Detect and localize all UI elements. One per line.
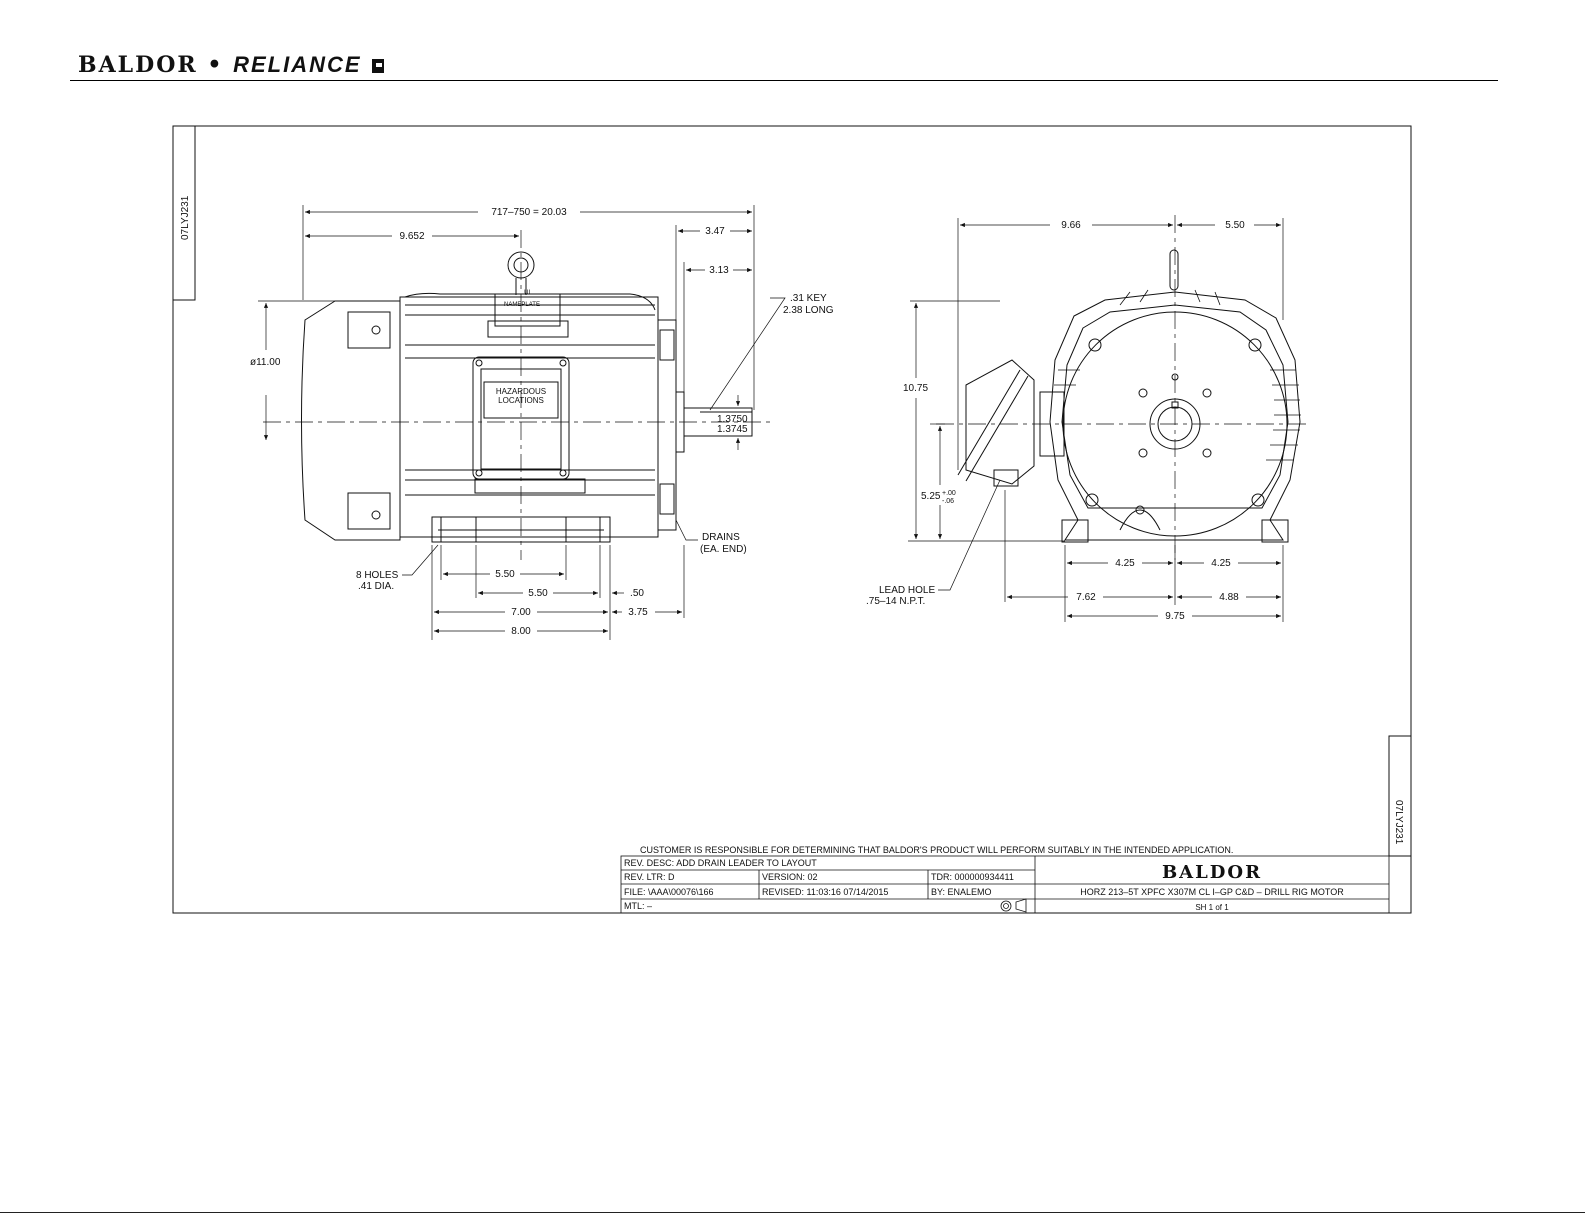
- baldor-reliance-logo: BALDOR • RELIANCE: [78, 52, 385, 78]
- dim-1075: 10.75: [903, 383, 928, 394]
- version: VERSION: 02: [762, 872, 818, 882]
- dim-9652: 9.652: [399, 231, 424, 242]
- nameplate-line2: NAMEPLATE: [504, 302, 540, 308]
- id-tab-side: [1388, 735, 1412, 857]
- footer-rule: [0, 1212, 1585, 1213]
- end-dimensions: [908, 218, 1284, 622]
- dim-313: 3.13: [709, 265, 729, 276]
- reliance-mark-icon: [372, 59, 385, 73]
- rev-ltr: REV. LTR: D: [624, 872, 675, 882]
- holes-line2: .41 DIA.: [358, 581, 394, 592]
- title-block: [620, 855, 1390, 914]
- dim-762: 7.62: [1076, 592, 1096, 603]
- drains-line1: DRAINS: [702, 532, 740, 543]
- dim-550-end: 5.50: [1225, 220, 1245, 231]
- side-centerlines: [263, 230, 775, 560]
- end-view-fins: [1054, 289, 1301, 461]
- header-rule: [70, 80, 1498, 81]
- dim-488: 4.88: [1219, 592, 1239, 603]
- nameplate-line1: UL: [524, 290, 532, 296]
- title-block-logo: BALDOR: [1162, 862, 1262, 883]
- dim-425-a: 4.25: [1115, 558, 1135, 569]
- material: MTL: –: [624, 901, 652, 911]
- brand-sep: •: [207, 52, 224, 78]
- rev-desc: REV. DESC: ADD DRAIN LEADER TO LAYOUT: [624, 858, 817, 868]
- dim-375: 3.75: [628, 607, 648, 618]
- brand-right: RELIANCE: [233, 52, 362, 77]
- drawing-border: [172, 125, 1412, 914]
- drains-line2: (EA. END): [700, 544, 747, 555]
- dim-overall-length: 717–750 = 20.03: [491, 207, 567, 218]
- tdr: TDR: 000000934411: [931, 872, 1014, 882]
- dim-diameter: ø11.00: [250, 357, 281, 368]
- dim-525-tol-plus: +.00: [942, 490, 956, 497]
- drawing-id-top: 07LYJ231: [180, 195, 191, 240]
- brand-left: BALDOR: [78, 52, 198, 78]
- part-description: HORZ 213–5T XPFC X307M CL I–GP C&D – DRI…: [1080, 887, 1344, 897]
- lead-line1: LEAD HOLE: [879, 585, 935, 596]
- dim-700: 7.00: [511, 607, 531, 618]
- dim-550-b: 5.50: [528, 588, 548, 599]
- dim-525: 5.25: [921, 491, 941, 502]
- shaft-dia-min: 1.3745: [717, 424, 748, 435]
- disclaimer: CUSTOMER IS RESPONSIBLE FOR DETERMINING …: [640, 845, 1233, 855]
- end-centerlines: [936, 215, 1310, 560]
- dim-050: .50: [630, 588, 644, 599]
- dim-966: 9.66: [1061, 220, 1081, 231]
- dim-425-b: 4.25: [1211, 558, 1231, 569]
- sheet-number: SH 1 of 1: [1195, 903, 1229, 912]
- file-path: FILE: \AAA\00076\166: [624, 887, 714, 897]
- side-view: [301, 251, 753, 543]
- key-line1: .31 KEY: [790, 293, 827, 304]
- dim-800: 8.00: [511, 626, 531, 637]
- dim-347: 3.47: [705, 226, 725, 237]
- shaft-dia-max: 1.3750: [717, 414, 748, 425]
- holes-line1: 8 HOLES: [356, 570, 399, 581]
- drawing-id-side: 07LYJ231: [1393, 800, 1404, 845]
- id-tab-top: [172, 125, 196, 301]
- side-dimensions: [258, 205, 786, 640]
- dim-525-tol-minus: -.06: [942, 498, 954, 505]
- key-line2: 2.38 LONG: [783, 305, 834, 316]
- dim-550-a: 5.50: [495, 569, 515, 580]
- drawn-by: BY: ENALEMO: [931, 887, 992, 897]
- revised: REVISED: 11:03:16 07/14/2015: [762, 887, 888, 897]
- lead-line2: .75–14 N.P.T.: [866, 596, 925, 607]
- dim-975: 9.75: [1165, 611, 1185, 622]
